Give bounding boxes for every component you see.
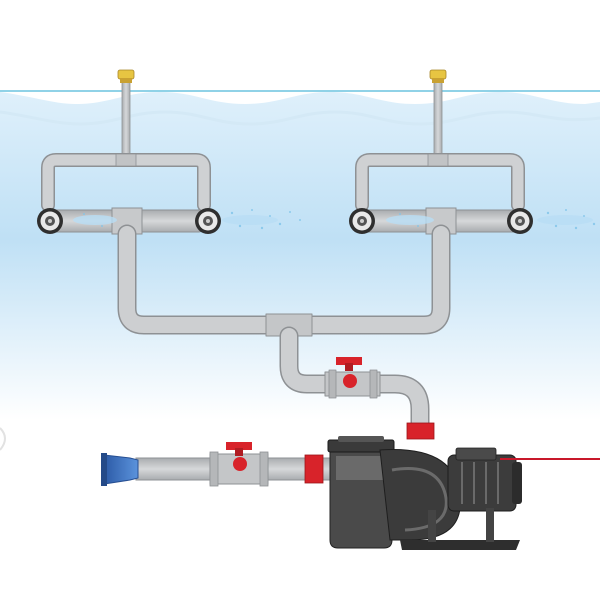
ball-valve-upper	[336, 357, 362, 388]
air-intake-icon	[429, 69, 447, 80]
air-intake-icon	[117, 69, 135, 80]
jet-nozzle-3	[349, 208, 375, 234]
discharge-coupling	[406, 422, 435, 440]
pump	[327, 436, 522, 550]
jet-nozzle-4	[507, 208, 533, 234]
air-intake-right	[429, 69, 447, 161]
suction-coupling	[304, 454, 324, 484]
edge-fragment	[0, 427, 6, 451]
suction-inlet-icon	[103, 454, 139, 485]
jet-nozzle-2	[195, 208, 221, 234]
jet-nozzle-1	[37, 208, 63, 234]
ball-valve-icon	[336, 357, 362, 365]
air-loop-left	[41, 153, 211, 212]
supply-manifold	[117, 224, 451, 337]
suction-inlet	[101, 453, 139, 486]
ball-valve-lower	[226, 442, 252, 471]
ball-valve-icon	[226, 442, 252, 450]
air-loop-right	[355, 153, 525, 212]
pool-water	[0, 90, 600, 420]
water-spray	[73, 209, 596, 230]
air-intake-left	[117, 69, 135, 161]
